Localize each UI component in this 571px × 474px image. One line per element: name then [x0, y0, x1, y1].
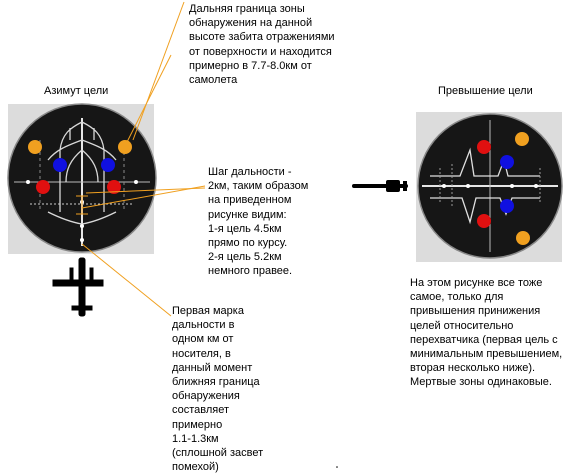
first-mark-note: Первая марка дальности в одном км от нос…	[172, 305, 264, 474]
marker-red-left	[36, 180, 50, 194]
annotation-lines	[76, 1, 206, 317]
marker-orange-left	[28, 140, 42, 154]
azimuth-scope	[7, 103, 157, 254]
elevation-scope	[416, 112, 563, 262]
range-step-note: Шаг дальности - 2км, таким образом на пр…	[208, 166, 309, 278]
marker-red-right	[107, 180, 121, 194]
marker-blue-left	[53, 158, 67, 172]
marker-orange-right	[118, 140, 132, 154]
azimuth-target-markers	[28, 140, 132, 194]
elevation-title: Превышение цели	[438, 85, 533, 97]
marker-blue-bottom	[500, 199, 514, 213]
marker-red-top	[477, 140, 491, 154]
marker-blue-right	[101, 158, 115, 172]
marker-orange-top	[515, 132, 529, 146]
far-boundary-note: Дальняя граница зоны обнаружения на данн…	[189, 3, 335, 87]
marker-red-bottom	[477, 214, 491, 228]
elevation-target-markers	[477, 132, 530, 245]
elevation-note: На этом рисунке все тоже самое, только д…	[410, 277, 563, 389]
aircraft-side-view-icon	[352, 180, 408, 192]
marker-orange-bottom	[516, 231, 530, 245]
azimuth-title: Азимут цели	[44, 85, 109, 97]
aircraft-top-view-icon	[52, 257, 104, 317]
marker-blue-top	[500, 155, 514, 169]
stray-dot	[336, 466, 338, 468]
